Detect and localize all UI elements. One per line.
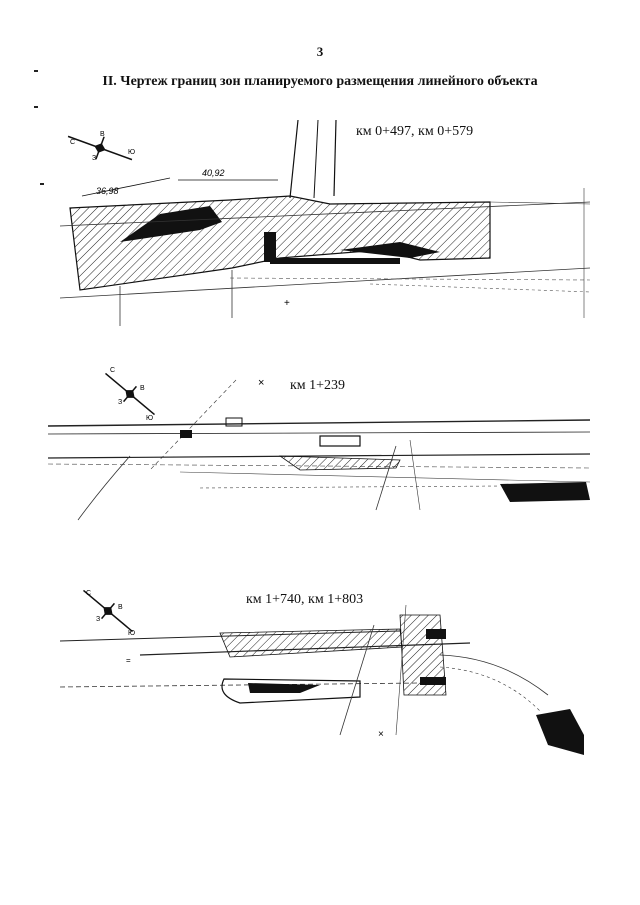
section-2-label: км 1+239 — [290, 378, 346, 393]
drawing-section-3: С Ю В З × = — [59, 589, 584, 755]
svg-text:З: З — [118, 399, 122, 406]
page-title: II. Чертеж границ зон планируемого разме… — [102, 74, 538, 89]
compass-letter-s: Ю — [128, 149, 135, 156]
svg-text:В: В — [118, 604, 123, 611]
compass-rose — [105, 372, 155, 416]
section-1-label: км 0+497, км 0+579 — [356, 124, 474, 139]
drawing-section-1: С Ю В З 36,98 40,92 + — [59, 119, 591, 326]
drawing-section-2: С Ю В З × — [47, 367, 591, 521]
svg-text:+: + — [284, 298, 290, 309]
margin-mark — [40, 183, 44, 185]
svg-text:Ю: Ю — [146, 415, 153, 422]
svg-text:×: × — [258, 377, 264, 389]
section-3-label: км 1+740, км 1+803 — [246, 592, 364, 607]
svg-text:=: = — [126, 656, 131, 665]
svg-text:Ю: Ю — [128, 630, 135, 637]
compass-rose — [67, 135, 133, 161]
margin-mark — [34, 70, 38, 72]
dimension-label: 36,98 — [96, 186, 119, 196]
svg-text:З: З — [96, 616, 100, 623]
svg-text:×: × — [378, 729, 384, 740]
svg-text:С: С — [110, 367, 115, 374]
compass-rose — [83, 589, 133, 633]
svg-text:С: С — [86, 590, 91, 597]
compass-letter-n: С — [70, 139, 75, 146]
compass-letter-e: В — [100, 131, 105, 138]
dimension-label: 40,92 — [202, 168, 225, 178]
page-number: 3 — [316, 44, 324, 59]
compass-letter-w: З — [92, 155, 96, 162]
margin-mark — [34, 106, 38, 108]
svg-text:В: В — [140, 385, 145, 392]
